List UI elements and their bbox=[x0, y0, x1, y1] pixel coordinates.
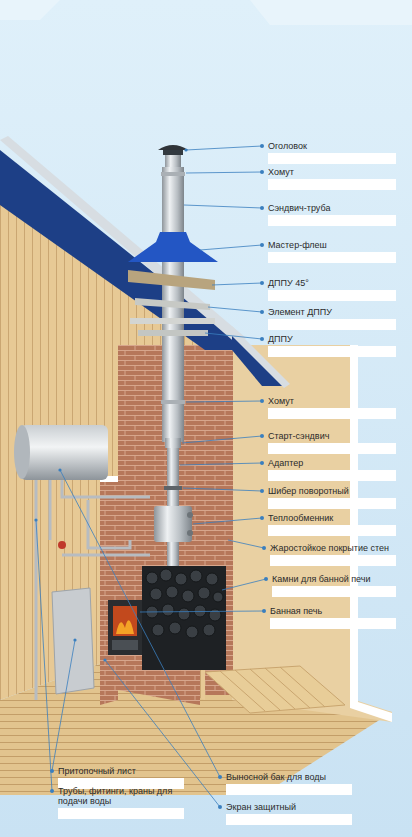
blank-field bbox=[268, 443, 396, 454]
part-name: Хомут bbox=[268, 396, 396, 406]
callout-label: ДППУ 45° bbox=[268, 278, 396, 301]
callout-label: Хомут bbox=[268, 167, 396, 190]
part-name: Элемент ДППУ bbox=[268, 307, 396, 317]
blank-field bbox=[268, 470, 396, 481]
part-name: Старт-сэндвич bbox=[268, 431, 396, 441]
part-name: Теплообменник bbox=[268, 513, 396, 523]
part-name: ДППУ 45° bbox=[268, 278, 396, 288]
part-name: Оголовок bbox=[268, 141, 396, 151]
blank-field bbox=[270, 555, 396, 566]
blank-field bbox=[268, 498, 396, 509]
callout-label: Хомут bbox=[268, 396, 396, 419]
callout-label: Теплообменник bbox=[268, 513, 396, 536]
callout-label: Экран защитный bbox=[226, 802, 352, 825]
part-name: Мастер-флеш bbox=[268, 240, 396, 250]
blank-field bbox=[226, 784, 352, 795]
blank-field bbox=[272, 586, 396, 597]
callout-label: Оголовок bbox=[268, 141, 396, 164]
blank-field bbox=[268, 319, 396, 330]
callout-label: Камни для банной печи bbox=[272, 574, 396, 597]
callout-label: Элемент ДППУ bbox=[268, 307, 396, 330]
part-name: Камни для банной печи bbox=[272, 574, 396, 584]
callout-label: Старт-сэндвич bbox=[268, 431, 396, 454]
blank-field bbox=[268, 252, 396, 263]
part-name: Трубы, фитинги, краны для подачи воды bbox=[58, 786, 184, 806]
callout-label: Банная печь bbox=[270, 606, 396, 629]
callout-label: Шибер поворотный bbox=[268, 486, 396, 509]
part-name: Адаптер bbox=[268, 458, 396, 468]
callout-label: ДППУ bbox=[268, 334, 396, 357]
blank-field bbox=[268, 525, 396, 536]
part-name: ДППУ bbox=[268, 334, 396, 344]
blank-field bbox=[268, 153, 396, 164]
part-name: Экран защитный bbox=[226, 802, 352, 812]
blank-field bbox=[268, 408, 396, 419]
part-name: Хомут bbox=[268, 167, 396, 177]
callout-label: Притопочный лист bbox=[58, 766, 184, 789]
part-name: Сэндвич-труба bbox=[268, 203, 396, 213]
callout-label: Жаростойкое покрытие стен bbox=[270, 543, 396, 566]
callout-label: Сэндвич-труба bbox=[268, 203, 396, 226]
callout-label: Трубы, фитинги, краны для подачи воды bbox=[58, 786, 184, 819]
blank-field bbox=[58, 808, 184, 819]
blank-field bbox=[268, 215, 396, 226]
part-name: Шибер поворотный bbox=[268, 486, 396, 496]
part-name: Притопочный лист bbox=[58, 766, 184, 776]
blank-field bbox=[268, 346, 396, 357]
callout-label: Адаптер bbox=[268, 458, 396, 481]
part-name: Жаростойкое покрытие стен bbox=[270, 543, 396, 553]
part-name: Банная печь bbox=[270, 606, 396, 616]
callout-label: Выносной бак для воды bbox=[226, 772, 352, 795]
callout-label: Мастер-флеш bbox=[268, 240, 396, 263]
blank-field bbox=[268, 179, 396, 190]
part-name: Выносной бак для воды bbox=[226, 772, 352, 782]
blank-field bbox=[268, 290, 396, 301]
blank-field bbox=[270, 618, 396, 629]
blank-field bbox=[226, 814, 352, 825]
